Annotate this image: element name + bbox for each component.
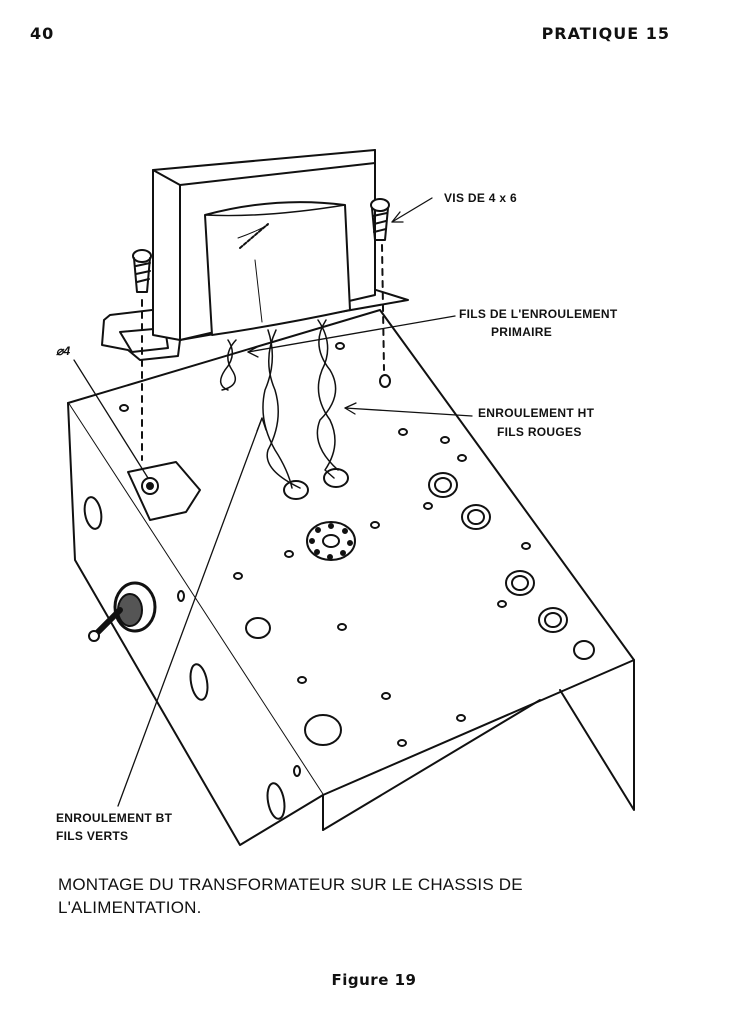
side-hole xyxy=(266,782,286,820)
mounting-screw-left xyxy=(132,249,152,461)
top-holes xyxy=(119,342,595,747)
figure-label: Figure 19 xyxy=(331,971,417,989)
chassis-right-side xyxy=(559,659,635,811)
side-hole xyxy=(83,496,103,530)
chassis-inner-edge xyxy=(322,699,541,831)
tube-socket xyxy=(306,521,356,561)
mounting-screw-right xyxy=(370,198,390,371)
label-ht-line2: FILS ROUGES xyxy=(497,425,582,439)
toggle-switch xyxy=(88,581,157,642)
label-hole-diameter: ⌀4 xyxy=(56,344,71,358)
primary-wires xyxy=(219,339,237,391)
ht-wires-red xyxy=(316,319,339,479)
leader-lines xyxy=(73,197,473,807)
side-hole xyxy=(177,590,185,602)
section-title: PRATIQUE 15 xyxy=(541,24,670,43)
side-hole xyxy=(189,663,209,701)
label-ht-line1: ENROULEMENT HT xyxy=(478,406,595,420)
caption-line-2: L'ALIMENTATION. xyxy=(58,898,202,917)
label-screws: VIS DE 4 x 6 xyxy=(444,191,517,205)
label-bt-line1: ENROULEMENT BT xyxy=(56,811,173,825)
chassis-left-side xyxy=(67,402,324,846)
transformer xyxy=(101,149,409,361)
caption-line-1: MONTAGE DU TRANSFORMATEUR SUR LE CHASSIS… xyxy=(58,875,523,894)
terminal-plate xyxy=(127,461,201,521)
bt-wires-green xyxy=(262,329,301,489)
page-number: 40 xyxy=(30,24,55,43)
figure-caption: MONTAGE DU TRANSFORMATEUR SUR LE CHASSIS… xyxy=(58,873,523,919)
side-hole xyxy=(293,765,301,777)
label-bt-line2: FILS VERTS xyxy=(56,829,129,843)
label-primary-line2: PRIMAIRE xyxy=(491,325,553,339)
label-primary-line1: FILS DE L'ENROULEMENT xyxy=(459,307,618,321)
